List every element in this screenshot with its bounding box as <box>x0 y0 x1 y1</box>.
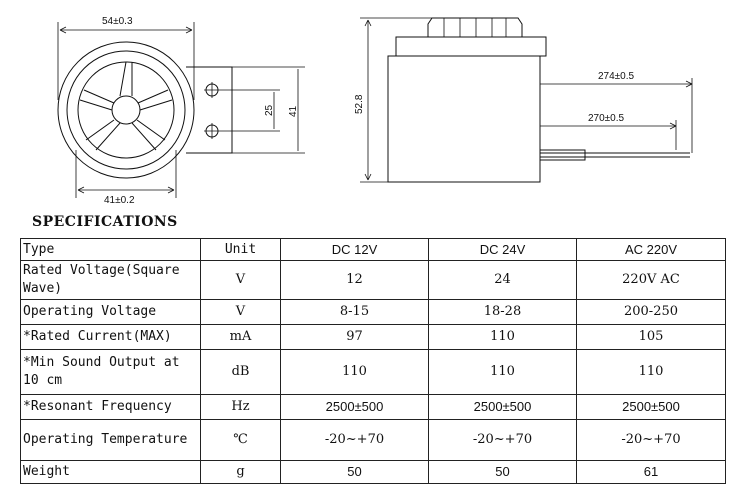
front-ring-circle <box>66 50 186 170</box>
row-label: *Resonant Frequency <box>20 394 201 420</box>
cell-dc12v: 97 <box>280 324 429 350</box>
cell-dc24v: 110 <box>428 324 577 350</box>
dim-front-width: 54±0.3 <box>102 16 133 27</box>
mounting-tab <box>186 66 233 154</box>
cell-dc24v: 2500±500 <box>428 394 577 420</box>
dim-body-height: 52.8 <box>354 94 365 114</box>
row-label: Weight <box>20 460 201 484</box>
header-dc24v: DC 24V <box>428 238 577 261</box>
specifications-table: Type Unit DC 12V DC 24V AC 220V Rated Vo… <box>20 238 726 484</box>
technical-drawing: 54±0.3 41±0.2 25 41 52.8 274±0.5 270±0.5 <box>57 16 693 206</box>
table-header-row: Type Unit DC 12V DC 24V AC 220V <box>20 238 726 261</box>
front-horn-circle <box>77 61 175 159</box>
row-label: Rated Voltage(Square Wave) <box>20 260 201 300</box>
side-body <box>387 55 541 183</box>
cell-ac220v: 2500±500 <box>576 394 726 420</box>
side-top-cap <box>427 17 523 38</box>
cell-ac220v: -20~+70 <box>576 419 726 461</box>
cell-ac220v: 220V AC <box>576 260 726 300</box>
row-label: Operating Temperature <box>20 419 201 461</box>
row-unit: ℃ <box>200 419 281 461</box>
table-row: *Resonant Frequency Hz 2500±500 2500±500… <box>20 394 726 420</box>
cell-dc24v: 50 <box>428 460 577 484</box>
row-unit: V <box>200 260 281 300</box>
cell-ac220v: 105 <box>576 324 726 350</box>
header-type: Type <box>20 238 201 261</box>
table-row: Rated Voltage(Square Wave) V 12 24 220V … <box>20 260 726 300</box>
row-label: *Rated Current(MAX) <box>20 324 201 350</box>
front-outer-circle <box>57 41 195 179</box>
cell-ac220v: 61 <box>576 460 726 484</box>
row-unit: g <box>200 460 281 484</box>
row-label: Operating Voltage <box>20 299 201 325</box>
side-flange <box>395 36 547 57</box>
cell-dc12v: 2500±500 <box>280 394 429 420</box>
table-row: Operating Voltage V 8-15 18-28 200-250 <box>20 299 726 325</box>
table-row: *Min Sound Output at 10 cm dB 110 110 11… <box>20 349 726 395</box>
dim-wire-length-inner: 270±0.5 <box>588 113 625 124</box>
header-dc12v: DC 12V <box>280 238 429 261</box>
table-row: *Rated Current(MAX) mA 97 110 105 <box>20 324 726 350</box>
specifications-title: SPECIFICATIONS <box>32 214 178 230</box>
cell-ac220v: 200-250 <box>576 299 726 325</box>
header-unit: Unit <box>200 238 281 261</box>
cell-dc12v: 8-15 <box>280 299 429 325</box>
dim-bottom-width: 41±0.2 <box>104 195 135 206</box>
table-row: Weight g 50 50 61 <box>20 460 726 484</box>
cell-ac220v: 110 <box>576 349 726 395</box>
cell-dc12v: 110 <box>280 349 429 395</box>
row-unit: dB <box>200 349 281 395</box>
cell-dc24v: 110 <box>428 349 577 395</box>
table-row: Operating Temperature ℃ -20~+70 -20~+70 … <box>20 419 726 461</box>
row-unit: V <box>200 299 281 325</box>
cell-dc24v: 24 <box>428 260 577 300</box>
cell-dc12v: 12 <box>280 260 429 300</box>
cell-dc24v: -20~+70 <box>428 419 577 461</box>
header-ac220v: AC 220V <box>576 238 726 261</box>
row-unit: mA <box>200 324 281 350</box>
dim-tab-height: 41 <box>288 105 299 117</box>
cell-dc12v: 50 <box>280 460 429 484</box>
cell-dc12v: -20~+70 <box>280 419 429 461</box>
row-unit: Hz <box>200 394 281 420</box>
row-label: *Min Sound Output at 10 cm <box>20 349 201 395</box>
front-center-circle <box>111 95 141 125</box>
dim-wire-length-outer: 274±0.5 <box>598 71 635 82</box>
side-wires <box>540 149 690 161</box>
dim-hole-spacing: 25 <box>264 104 275 116</box>
front-grille-spokes <box>79 61 173 151</box>
cell-dc24v: 18-28 <box>428 299 577 325</box>
